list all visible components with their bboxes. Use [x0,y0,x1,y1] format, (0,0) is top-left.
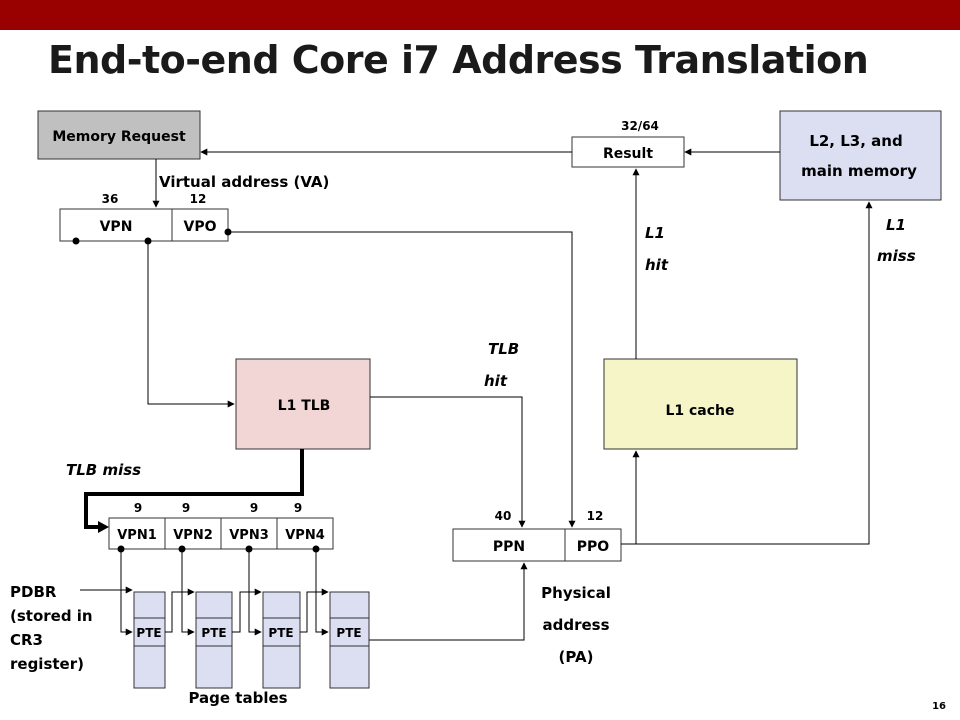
slide-title: End-to-end Core i7 Address Translation [48,38,869,82]
l1-hit-line2: hit [645,256,669,274]
l1-tlb-box [235,358,371,450]
virtual-address-label: Virtual address (VA) [159,173,329,191]
ppn-field [452,528,566,562]
pte-label-1: PTE [136,626,161,640]
vpo-to-ppo-arrow [228,231,576,528]
l1-miss-line1: L1 [886,216,906,234]
ppn-bits-label: 40 [495,509,512,523]
vpn4-to-pte-arrow [315,549,329,636]
ppo-bits-label: 12 [587,509,604,523]
pdbr-line2: (stored in [10,607,93,625]
vpn3-label: VPN3 [229,528,269,543]
pte-to-ppn-arrow [369,562,528,641]
vpn-label: VPN [100,219,133,235]
tlb-hit-line1: TLB [488,340,519,358]
pte-label-3: PTE [268,626,293,640]
tlb-miss-arrow [84,449,304,529]
physical-address-line3: (PA) [559,648,594,666]
tlb-miss-label: TLB miss [66,461,141,479]
tlb-hit-line2: hit [484,372,508,390]
pdbr-line1: PDBR [10,583,57,601]
page-table-2: PTE [195,591,233,689]
vpn1-label: VPN1 [117,528,157,543]
vpn1-bits: 9 [134,501,142,515]
page-number: 16 [932,701,946,712]
vpn4-bits: 9 [294,501,302,515]
pte-entry-3 [262,617,301,647]
page-table-3: PTE [262,591,301,689]
l1-miss-line2: miss [877,247,916,265]
pte-label-2: PTE [201,626,226,640]
l1-tlb-label: L1 TLB [278,398,331,414]
pdbr-line4: register) [10,655,84,673]
page-tables-label: Page tables [188,689,287,707]
result-bits-label: 32/64 [621,119,659,133]
page-table-4: PTE [329,591,370,689]
memory-request-label: Memory Request [52,129,186,145]
slide-top-bar [0,0,960,30]
ppo-label: PPO [577,539,610,555]
pte-entry-4 [329,617,370,647]
vpn1-to-pte-arrow [120,549,133,636]
main-memory-line1: L2, L3, and [809,132,902,150]
vpo-field [171,208,229,242]
vpn3-to-pte-arrow [248,549,262,636]
l1-hit-line1: L1 [645,224,665,242]
pte3-to-pt4-arrow [300,588,329,633]
vpn2-field [164,517,222,550]
vpn4-field [276,517,334,550]
vpn2-bits: 9 [182,501,190,515]
ppn-label: PPN [493,539,525,555]
pte1-to-pt2-arrow [165,588,195,633]
l1-miss-arrow [636,201,873,545]
physical-address-line1: Physical [541,584,611,602]
l1-cache-box [603,358,798,450]
vpn2-to-pte-arrow [181,549,195,636]
pte-entry-2 [195,617,233,647]
vpn-bits-label: 36 [102,192,119,206]
tlb-hit-to-ppn-arrow [370,396,526,528]
vpn2-label: VPN2 [173,528,213,543]
vpn-left-dot [72,237,80,245]
vpn-to-tlb-arrow [147,241,235,408]
result-label: Result [603,146,653,162]
pte-entry-1 [133,617,166,647]
vpo-label: VPO [184,219,217,235]
pdbr-line3: CR3 [10,631,43,649]
pa-to-l1-cache-arrow [621,450,640,545]
tlb-miss-arrowhead [98,521,109,533]
page-table-1: PTE [133,591,166,689]
main-memory-box [779,110,942,201]
vpo-bits-label: 12 [190,192,207,206]
physical-address-line2: address [542,616,609,634]
vpn3-bits: 9 [250,501,258,515]
main-memory-line2: main memory [801,162,917,180]
pte2-to-pt3-arrow [232,588,262,633]
memory-request-box [37,110,201,160]
ppo-field [564,528,622,562]
l1-cache-label: L1 cache [665,403,734,419]
vpn4-label: VPN4 [285,528,325,543]
pte-label-4: PTE [336,626,361,640]
